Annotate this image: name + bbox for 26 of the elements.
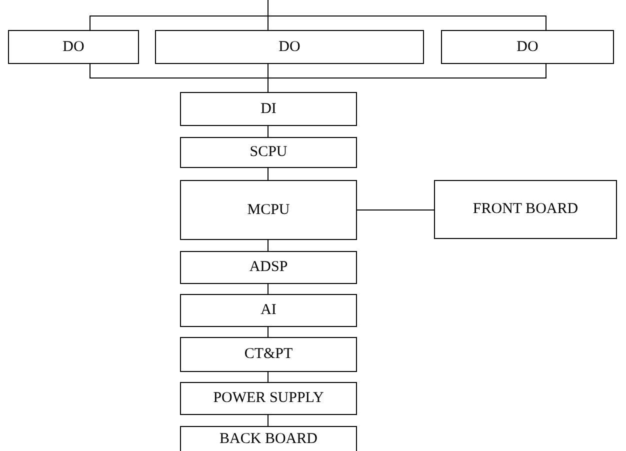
module-box (180, 294, 357, 327)
module-box (180, 382, 357, 415)
module-box (155, 30, 424, 64)
module-label: CT&PT (244, 346, 293, 363)
module-box (180, 137, 357, 168)
module-label: BACK BOARD (220, 430, 318, 448)
module-label: MCPU (247, 202, 290, 218)
module-label: DI (260, 100, 276, 118)
module-label: DO (62, 38, 84, 56)
module-box (180, 180, 357, 240)
module-label: ADSP (249, 259, 288, 276)
module-box (180, 92, 357, 126)
module-box (180, 426, 357, 451)
connector-line (268, 64, 546, 92)
module-box (180, 251, 357, 284)
module-box (441, 30, 614, 64)
module-box (434, 180, 617, 239)
module-label: FRONT BOARD (472, 201, 578, 218)
module-label: AI (260, 302, 276, 319)
module-label: SCPU (250, 144, 288, 161)
module-box (8, 30, 139, 64)
module-label: DO (278, 38, 300, 56)
module-label: POWER SUPPLY (213, 390, 324, 407)
connector-line (268, 0, 546, 30)
module-label: DO (516, 38, 538, 56)
module-box (180, 337, 357, 372)
